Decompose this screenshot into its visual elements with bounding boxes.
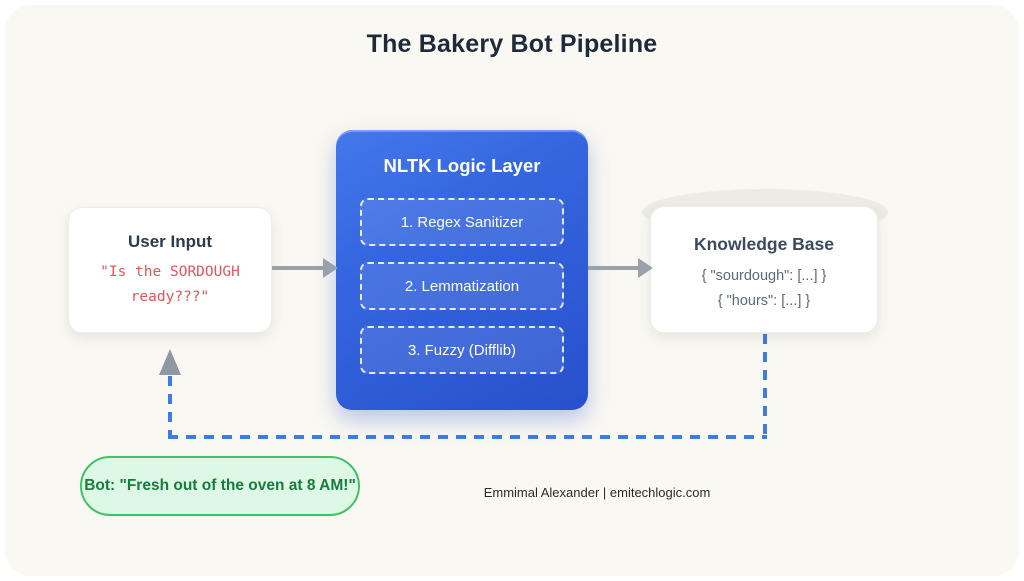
bot-reply-text: Bot: "Fresh out of the oven at 8 AM!" [84, 477, 356, 494]
kb-entry-hours: { "hours": [...] } [717, 293, 811, 309]
feedback-arrow-up-head-icon [159, 349, 181, 375]
nltk-logic-layer-node: NLTK Logic Layer 1. Regex Sanitizer 2. L… [336, 130, 588, 410]
arrow-user-to-nltk-line [272, 266, 324, 270]
nltk-title: NLTK Logic Layer [383, 155, 541, 176]
feedback-path-down-segment [763, 334, 767, 436]
arrow-nltk-to-kb-line [588, 266, 639, 270]
user-input-title: User Input [127, 232, 213, 251]
knowledge-base-node: Knowledge Base { "sourdough": [...] } { … [650, 206, 878, 333]
bot-reply-bubble: Bot: "Fresh out of the oven at 8 AM!" [80, 456, 360, 516]
arrow-user-to-nltk-head-icon [323, 258, 338, 278]
nltk-step-fuzzy-difflib: 3. Fuzzy (Difflib) [360, 326, 564, 374]
user-input-node: User Input "Is the SORDOUGH ready???" [68, 207, 272, 333]
knowledge-base-title: Knowledge Base [693, 234, 835, 254]
feedback-path-up-segment [168, 376, 172, 436]
feedback-path-across-segment [168, 435, 767, 439]
knowledge-base-entries: { "sourdough": [...] } { "hours": [...] … [651, 264, 877, 314]
user-query-text: "Is the SORDOUGH ready???" [100, 264, 240, 305]
kb-entry-sourdough: { "sourdough": [...] } [701, 268, 827, 284]
diagram-title: The Bakery Bot Pipeline [366, 30, 658, 58]
arrow-nltk-to-kb-head-icon [638, 258, 653, 278]
nltk-step-regex-sanitizer: 1. Regex Sanitizer [360, 198, 564, 246]
footer-credit: Emmimal Alexander | emitechlogic.com [483, 485, 711, 500]
nltk-step-lemmatization: 2. Lemmatization [360, 262, 564, 310]
